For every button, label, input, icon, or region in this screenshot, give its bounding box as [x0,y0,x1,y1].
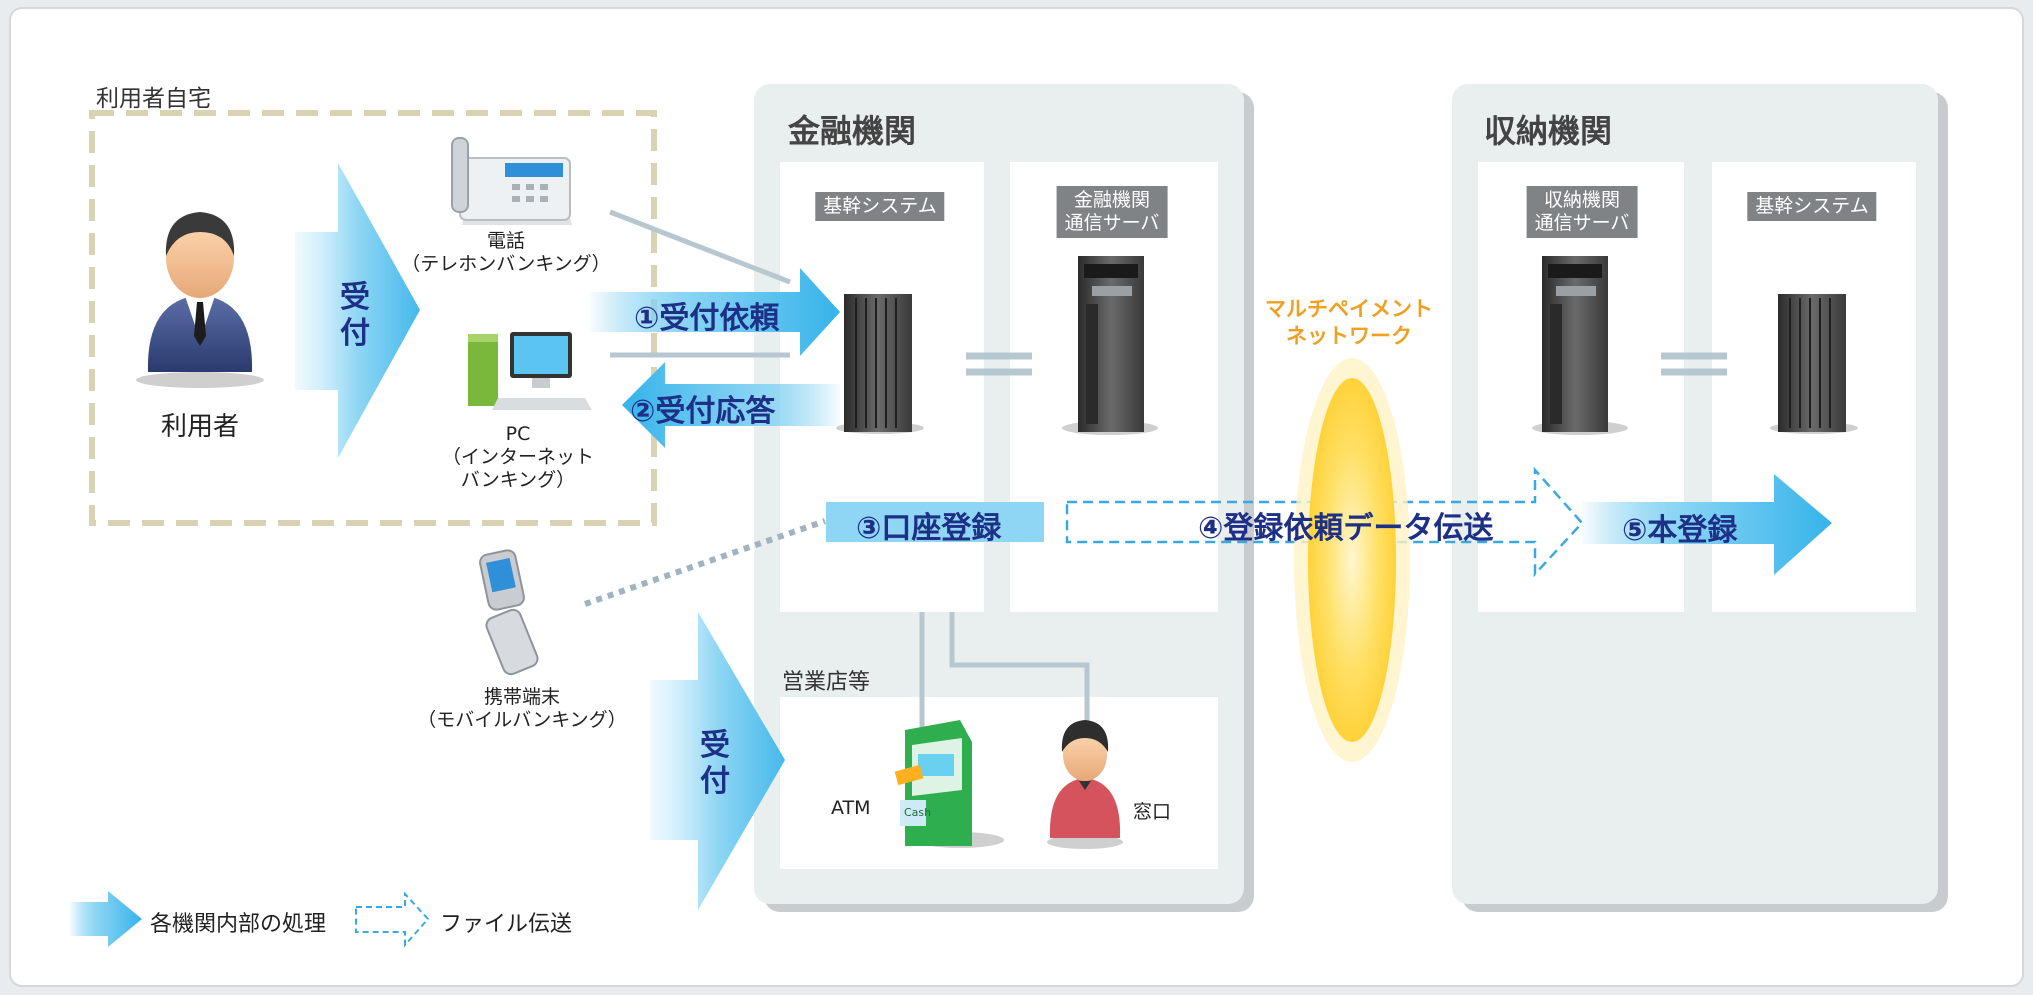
mobile-phone-icon [479,549,539,676]
legend-solid-arrow [70,891,142,947]
financial-comm-server-line2: 通信サーバ [1064,212,1160,234]
branch-receive-label: 受付 [700,728,730,799]
atm-icon [894,720,1004,848]
collection-title: 収納機関 [1484,112,1613,150]
collection-comm-server-icon [1532,256,1628,435]
step3-label: ③口座登録 [856,511,1002,546]
core-to-window-line [949,612,1090,740]
receive-arrow-branch [650,612,785,910]
home-label: 利用者自宅 [96,86,211,112]
collection-core-server-icon [1770,294,1858,434]
collection-comm-server-tag: 収納機関 通信サーバ [1526,186,1638,238]
phone-label-line2: （テレホンバンキング） [401,253,611,275]
phone-line [609,209,791,285]
financial-comm-server-line1: 金融機関 [1073,189,1150,211]
legend-dashed-arrow [355,891,430,948]
branch-title: 営業店等 [782,670,871,695]
financial-title: 金融機関 [788,112,917,150]
legend-internal-label: 各機関内部の処理 [150,912,327,937]
phone-label-line1: 電話 [486,230,526,252]
step1-label: ①受付依頼 [634,301,780,336]
comm-server-icon [1062,256,1158,435]
arrow-step2 [622,362,840,448]
mobile-label-line2: （モバイルバンキング） [417,709,627,731]
step4-label: ④登録依頼データ伝送 [1198,511,1494,546]
arrow-step4-file [1065,466,1584,578]
collection-comm-server-line1: 収納機関 [1543,189,1620,211]
mobile-label-line1: 携帯端末 [483,686,561,708]
window-staff-icon [1047,720,1123,849]
collection-core-system-tag: 基幹システム [1747,192,1877,221]
window-label: 窓口 [1133,801,1172,823]
network-label-line2: ネットワーク [1286,324,1412,348]
pc-icon [468,332,592,410]
arrow-step1 [590,268,840,356]
financial-comm-server-tag: 金融機関 通信サーバ [1056,186,1168,238]
atm-label: ATM [831,797,871,819]
financial-core-system-tag: 基幹システム [815,192,945,221]
user-label: 利用者 [160,412,240,442]
receive-arrow-home [295,163,420,458]
pc-label-line3: バンキング） [460,469,576,491]
collection-comm-server-line2: 通信サーバ [1534,212,1630,234]
network-label-line1: マルチペイメント [1265,297,1433,321]
arrow-step5 [1582,474,1832,575]
pc-label-line2: （インターネット [441,446,595,468]
core-server-icon [836,294,924,434]
step5-label: ⑤本登録 [1622,513,1738,548]
atm-cash-label: Cash [904,806,932,819]
user-icon [136,212,264,388]
arrow-step3 [826,502,1044,542]
mobile-label: 携帯端末 （モバイルバンキング） [417,686,626,732]
step2-label: ②受付応答 [630,394,776,429]
network-ellipse [1308,378,1396,742]
legend-file-label: ファイル伝送 [440,912,573,937]
phone-label: 電話 （テレホンバンキング） [401,230,610,276]
pc-label: PC （インターネット バンキング） [442,423,594,492]
network-label: マルチペイメント ネットワーク [1265,296,1433,350]
pc-label-line1: PC [505,423,531,445]
telephone-icon [451,137,572,225]
home-receive-label: 受付 [340,280,370,351]
